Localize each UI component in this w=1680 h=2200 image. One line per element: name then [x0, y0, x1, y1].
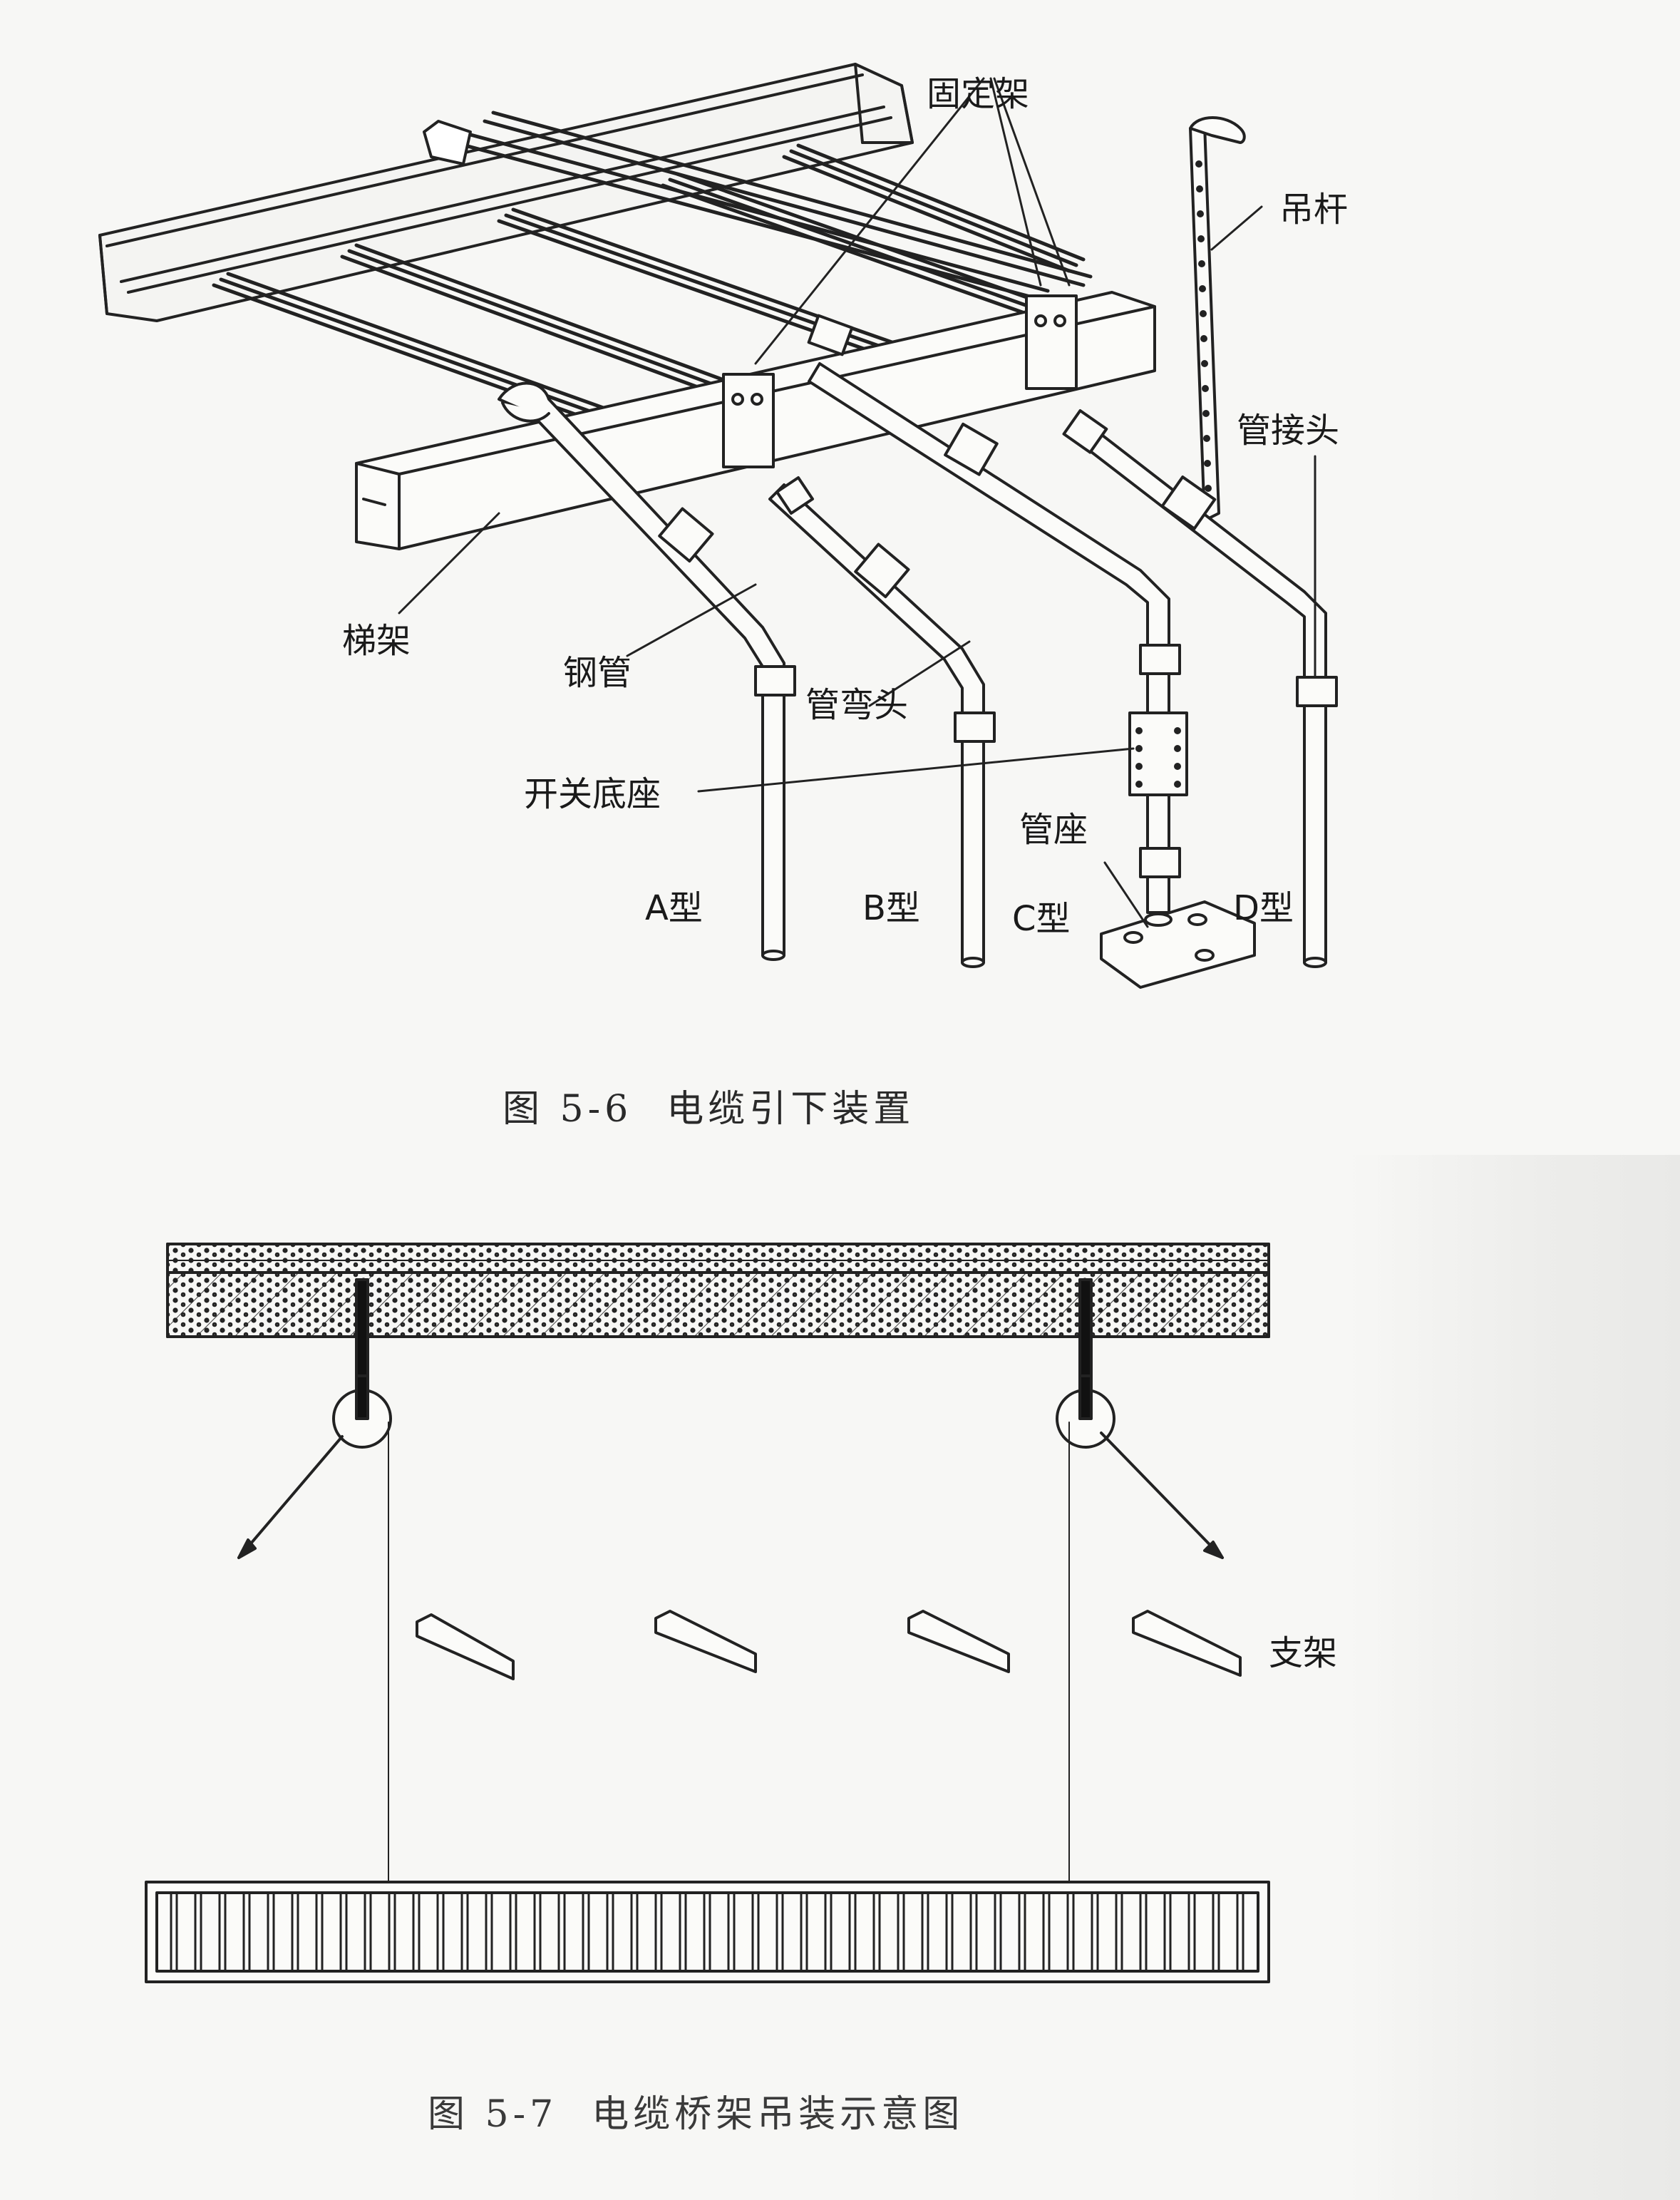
ladder-side-rails — [426, 110, 1093, 302]
label-type-a: A型 — [645, 888, 703, 928]
figure-5-6-title: 电缆引下装置 — [666, 1088, 915, 1131]
hanger-rod — [1189, 116, 1246, 522]
fixing-clamps — [722, 294, 1078, 468]
label-pipe-seat: 管座 — [1019, 810, 1088, 850]
pipe-type-c — [808, 362, 1188, 914]
figure-5-7-number: 图 5-7 — [428, 2093, 558, 2136]
label-ladder-frame: 梯架 — [342, 621, 411, 661]
label-fixing-frame: 固定架 — [927, 74, 1030, 114]
cable-down-lead-device-drawing — [98, 63, 1338, 989]
cable-tray-rungs — [170, 1891, 1244, 1973]
pipe-type-a — [498, 381, 796, 961]
label-type-d: D型 — [1233, 888, 1294, 928]
label-bracket: 支架 — [1269, 1633, 1338, 1673]
leader-lines — [398, 77, 1316, 928]
label-switch-base: 开关底座 — [524, 774, 661, 814]
page-edge-shadow — [1347, 1155, 1680, 2200]
figure-5-7-title: 电缆桥架吊装示意图 — [592, 2093, 964, 2136]
pipe-type-d — [1062, 408, 1338, 968]
ceiling-slab — [166, 1243, 1270, 1338]
brackets — [416, 1610, 1242, 1680]
hanger-left — [237, 1278, 392, 1559]
label-type-b: B型 — [862, 888, 920, 928]
figure-5-7-caption: 图 5-7 电缆桥架吊装示意图 — [428, 2096, 964, 2133]
label-pipe-elbow: 管弯头 — [805, 685, 909, 725]
cable-tray — [145, 1881, 1270, 1983]
pipe-type-b — [768, 476, 996, 968]
label-hanger-rod: 吊杆 — [1279, 190, 1349, 230]
figure-5-6-number: 图 5-6 — [503, 1088, 633, 1131]
hanger-right — [1056, 1278, 1224, 1559]
label-type-c: C型 — [1012, 899, 1071, 939]
top-channel-beam — [98, 63, 914, 322]
top-clamp — [423, 120, 472, 165]
label-pipe-joint: 管接头 — [1237, 411, 1340, 451]
figure-5-6-caption: 图 5-6 电缆引下装置 — [503, 1091, 914, 1128]
pipe-seat-plate — [1100, 900, 1256, 989]
label-steel-pipe: 钢管 — [563, 653, 632, 693]
